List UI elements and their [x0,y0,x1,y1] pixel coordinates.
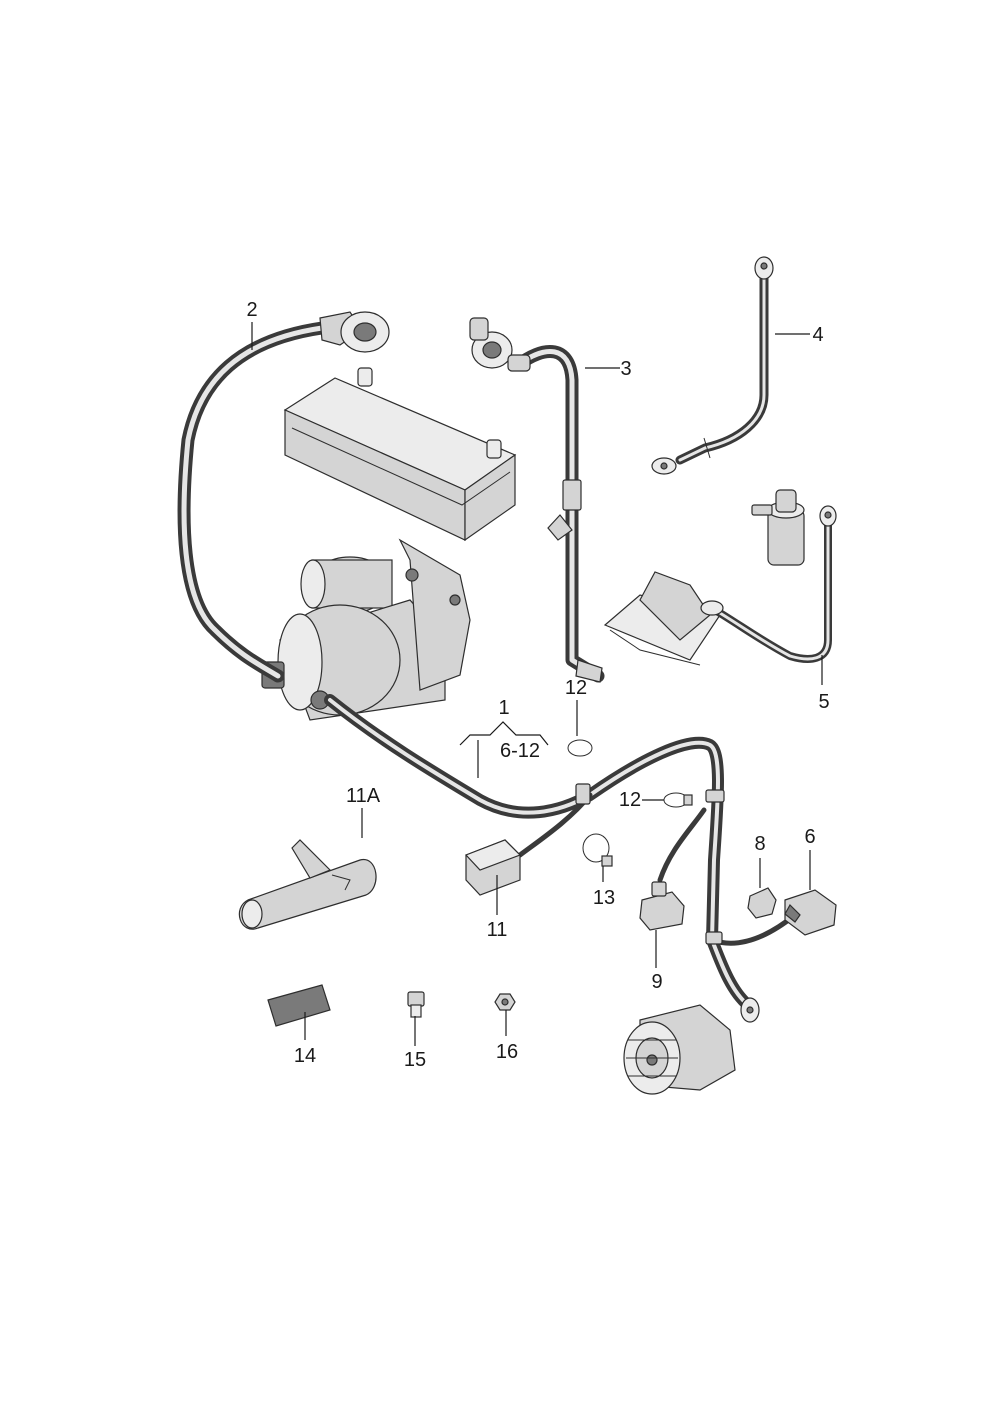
battery [283,367,517,542]
callout-6-12: 6-12 [500,740,540,762]
bolt-15 [407,991,425,1018]
callout-16: 16 [496,1041,518,1063]
main-harness [324,694,798,1023]
callout-3: 3 [620,358,631,380]
cable-5 [700,505,837,663]
callout-14: 14 [294,1045,316,1067]
callout-4: 4 [812,324,823,346]
callout-6: 6 [804,826,815,848]
callout-13: 13 [593,887,615,909]
callouts: 2 3 4 5 1 6-12 12 12 11A 11 13 8 6 9 14 … [246,299,829,1071]
cable-3 [469,317,605,683]
cable-4 [651,256,774,475]
control-unit [603,571,721,666]
leader-lines [251,322,823,1046]
callout-12-upper: 12 [565,677,587,699]
tape-14 [267,984,331,1027]
connector-6 [784,889,837,936]
clip-12-upper [567,739,593,757]
starter-motor [261,538,471,721]
callout-2: 2 [246,299,257,321]
callout-11: 11 [487,919,508,941]
callout-11a: 11A [346,785,381,807]
callout-5: 5 [818,691,829,713]
callout-9: 9 [651,971,662,993]
callout-12-lower: 12 [619,789,641,811]
callout-8: 8 [754,833,765,855]
cable-tie-13 [582,833,613,867]
ignition-coil [751,489,805,566]
callout-15: 15 [404,1049,426,1071]
guide-sleeve-11a [238,839,377,930]
callout-1: 1 [498,697,509,719]
plug-8 [747,887,777,919]
nut-16 [494,993,516,1011]
alternator [623,1004,736,1095]
connector-9 [639,881,685,931]
connector-11 [464,839,522,896]
cable-2 [177,311,390,683]
clip-12-lower [663,792,693,808]
